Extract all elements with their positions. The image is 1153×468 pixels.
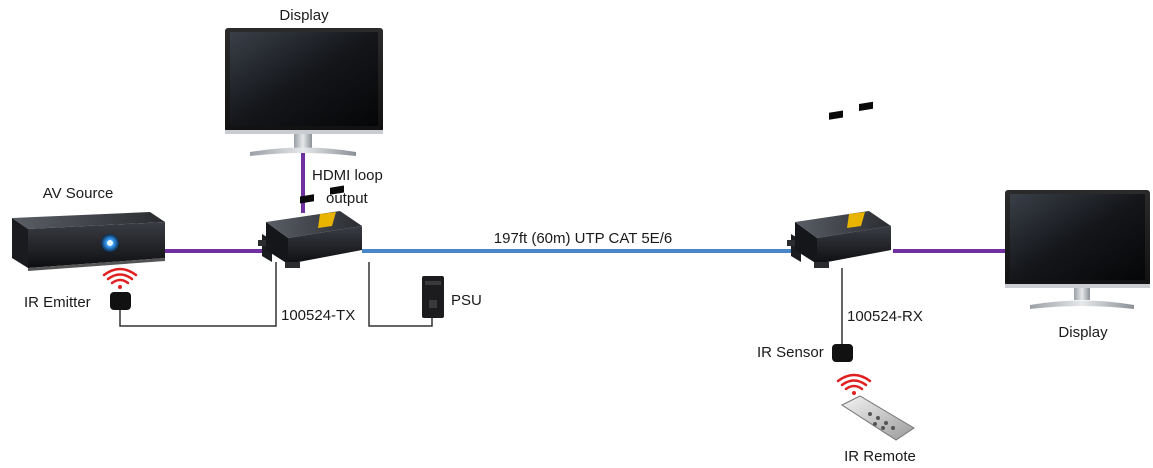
ir-emitter-wire <box>119 262 277 327</box>
ir-signal-icon <box>102 267 138 289</box>
av-source-box-icon <box>12 212 165 271</box>
hdmi-extender-icon <box>787 101 891 268</box>
remote-control-icon <box>840 395 915 441</box>
ir-sensor-icon <box>832 344 853 362</box>
psu-wire <box>368 262 433 327</box>
power-supply-icon <box>422 276 444 318</box>
rx-model-label: 100524-RX <box>847 308 923 325</box>
tx-extender: HDMI loop output 100524-TX <box>258 167 383 324</box>
hdmi-loop-label-line1: HDMI loop <box>312 167 383 184</box>
ir-remote-label: IR Remote <box>844 448 916 465</box>
psu-label: PSU <box>451 292 482 309</box>
display-top: Display <box>225 7 383 156</box>
display-right: Display <box>1005 190 1150 341</box>
ir-remote: IR Remote <box>836 373 916 465</box>
hdmi-loop-label-line2: output <box>326 190 369 207</box>
av-source-label: AV Source <box>43 185 114 202</box>
rx-extender: 100524-RX <box>787 101 923 325</box>
ir-emitter-label: IR Emitter <box>24 294 91 311</box>
ir-emitter-icon <box>110 292 131 310</box>
ir-emitter: IR Emitter <box>24 267 138 311</box>
ir-sensor-label: IR Sensor <box>757 344 824 361</box>
ir-signal-icon <box>836 373 872 395</box>
connection-lines <box>119 152 1005 346</box>
psu: PSU <box>422 276 482 318</box>
tx-model-label: 100524-TX <box>281 307 355 324</box>
av-source: AV Source <box>12 185 165 271</box>
display-right-label: Display <box>1058 324 1108 341</box>
ir-sensor: IR Sensor <box>757 344 853 362</box>
display-top-label: Display <box>279 7 329 24</box>
hdmi-extender-icon <box>258 185 362 268</box>
cat-cable-label: 197ft (60m) UTP CAT 5E/6 <box>494 230 672 247</box>
